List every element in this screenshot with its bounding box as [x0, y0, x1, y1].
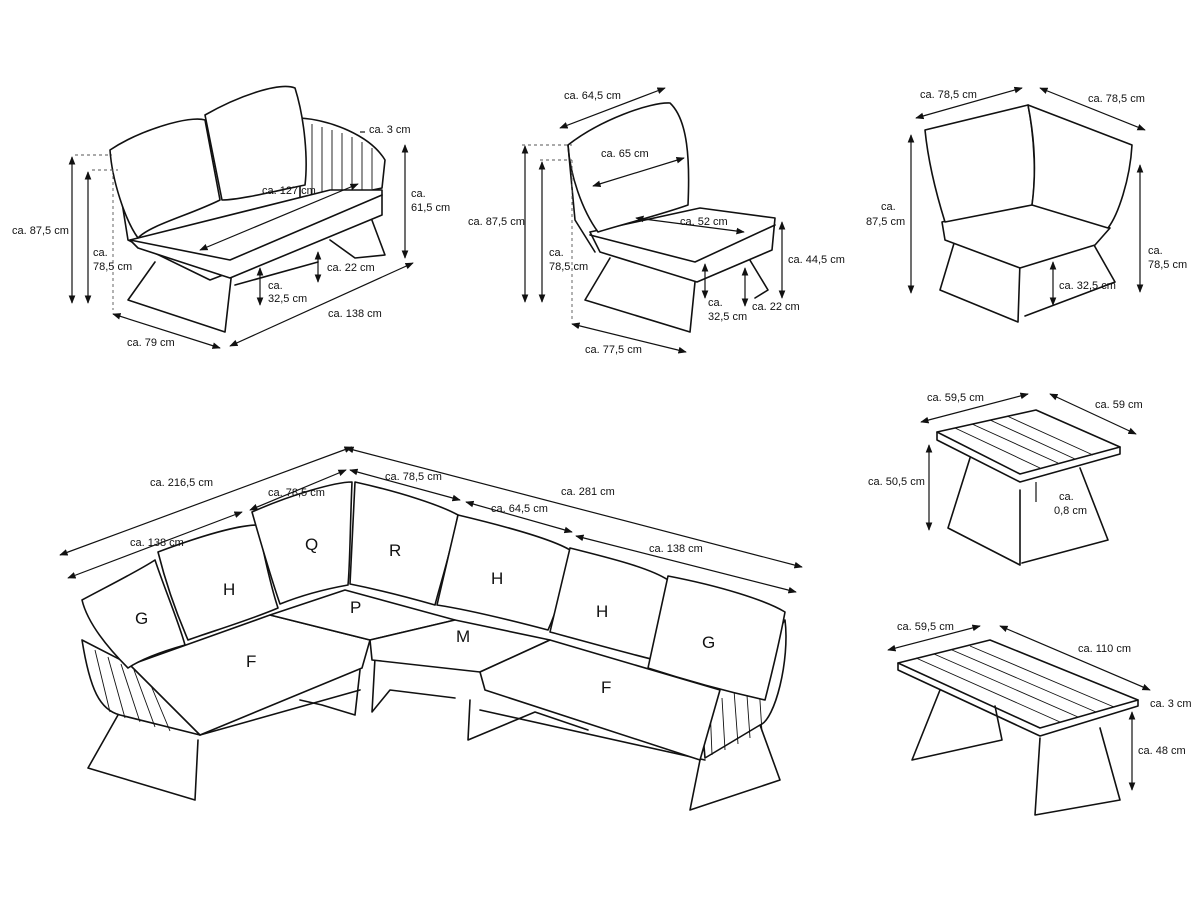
sofa2-seat-height: 32,5 cm: [268, 293, 307, 305]
module-label-p: P: [350, 598, 361, 617]
corner-height-total: 87,5 cm: [866, 216, 905, 228]
side-table-top-thickness: 0,8 cm: [1054, 505, 1087, 517]
corner-width-2: ca. 78,5 cm: [1088, 93, 1145, 105]
corner-dimensions: ca. 78,5 cm ca. 78,5 cm ca. 87,5 cm ca. …: [866, 86, 1187, 306]
sofa2-dimensions: ca. 87,5 cm ca. 78,5 cm ca. 61,5 cm ca. …: [12, 124, 450, 349]
side-table-height: ca. 50,5 cm: [868, 476, 925, 488]
corner-module: [924, 104, 1133, 323]
sofa2-arm-thickness: ca. 3 cm: [369, 124, 411, 136]
chair-leg-clearance: ca. 22 cm: [752, 301, 800, 313]
module-label-h-1: H: [223, 580, 235, 599]
chair-seat-height: ca. 44,5 cm: [788, 254, 845, 266]
chair-ca-label-2: ca.: [708, 297, 723, 309]
corner-ca-label-2: ca.: [1148, 245, 1163, 257]
sofa2-ca-label: ca.: [93, 247, 108, 259]
chair-seat-width: ca. 52 cm: [680, 216, 728, 228]
module-label-f-left: F: [246, 652, 256, 671]
chair-dimensions: ca. 64,5 cm ca. 65 cm ca. 52 cm ca. 87,5…: [468, 87, 845, 356]
lounge-right-total: ca. 281 cm: [561, 486, 615, 498]
sofa2-depth: ca. 79 cm: [127, 337, 175, 349]
side-table: [936, 409, 1121, 566]
corner-ca-label: ca.: [881, 201, 896, 213]
module-label-g-left: G: [135, 609, 148, 628]
coffee-table-width: ca. 59,5 cm: [897, 621, 954, 633]
chair-ca-label: ca.: [549, 247, 564, 259]
lounge-right-chair: ca. 64,5 cm: [491, 503, 548, 515]
module-label-m: M: [456, 627, 470, 646]
coffee-table: [897, 639, 1139, 816]
chair-height-total: ca. 87,5 cm: [468, 216, 525, 228]
side-table-depth: ca. 59 cm: [1095, 399, 1143, 411]
sofa2-ca-label-2: ca.: [411, 188, 426, 200]
sofa2-height-arm: 61,5 cm: [411, 202, 450, 214]
chair-top-width: ca. 64,5 cm: [564, 90, 621, 102]
sofa2-width: ca. 138 cm: [328, 308, 382, 320]
module-label-g-right: G: [702, 633, 715, 652]
corner-width-1: ca. 78,5 cm: [920, 89, 977, 101]
lounge-left-total: ca. 216,5 cm: [150, 477, 213, 489]
chair-height-back: 78,5 cm: [549, 261, 588, 273]
module-label-r: R: [389, 541, 401, 560]
sofa2-ca-label-3: ca.: [268, 280, 283, 292]
side-table-width: ca. 59,5 cm: [927, 392, 984, 404]
chair-back-width: ca. 65 cm: [601, 148, 649, 160]
side-table-dimensions: ca. 59,5 cm ca. 59 cm ca. 50,5 cm ca. 0,…: [868, 392, 1143, 531]
corner-height-back: 78,5 cm: [1148, 259, 1187, 271]
coffee-table-dimensions: ca. 59,5 cm ca. 110 cm ca. 3 cm ca. 48 c…: [887, 621, 1192, 791]
lounge-right-corner: ca. 78,5 cm: [385, 471, 442, 483]
module-label-q: Q: [305, 535, 318, 554]
lounge-left-sofa: ca. 138 cm: [130, 537, 184, 549]
chair-middle-module: [522, 102, 776, 333]
sofa2-seat-width: ca. 127 cm: [262, 185, 316, 197]
side-table-ca-label: ca.: [1059, 491, 1074, 503]
lounge-dimensions: ca. 216,5 cm ca. 138 cm ca. 78,5 cm ca. …: [59, 446, 803, 594]
chair-depth: ca. 77,5 cm: [585, 344, 642, 356]
coffee-table-length: ca. 110 cm: [1078, 643, 1131, 655]
chair-leg-height: 32,5 cm: [708, 311, 747, 323]
module-label-h-3: H: [596, 602, 608, 621]
sofa2-leg-clearance: ca. 22 cm: [327, 262, 375, 274]
lounge-right-sofa: ca. 138 cm: [649, 543, 703, 555]
sofa2-height-total: ca. 87,5 cm: [12, 225, 69, 237]
coffee-table-top-thickness: ca. 3 cm: [1150, 698, 1192, 710]
coffee-table-height: ca. 48 cm: [1138, 745, 1186, 757]
module-label-h-2: H: [491, 569, 503, 588]
sofa-two-seat: [75, 85, 386, 333]
corner-leg-height: ca. 32,5 cm: [1059, 280, 1116, 292]
sofa2-height-back: 78,5 cm: [93, 261, 132, 273]
module-label-f-right: F: [601, 678, 611, 697]
lounge-combination: [81, 481, 787, 811]
lounge-left-corner: ca. 78,5 cm: [268, 487, 325, 499]
